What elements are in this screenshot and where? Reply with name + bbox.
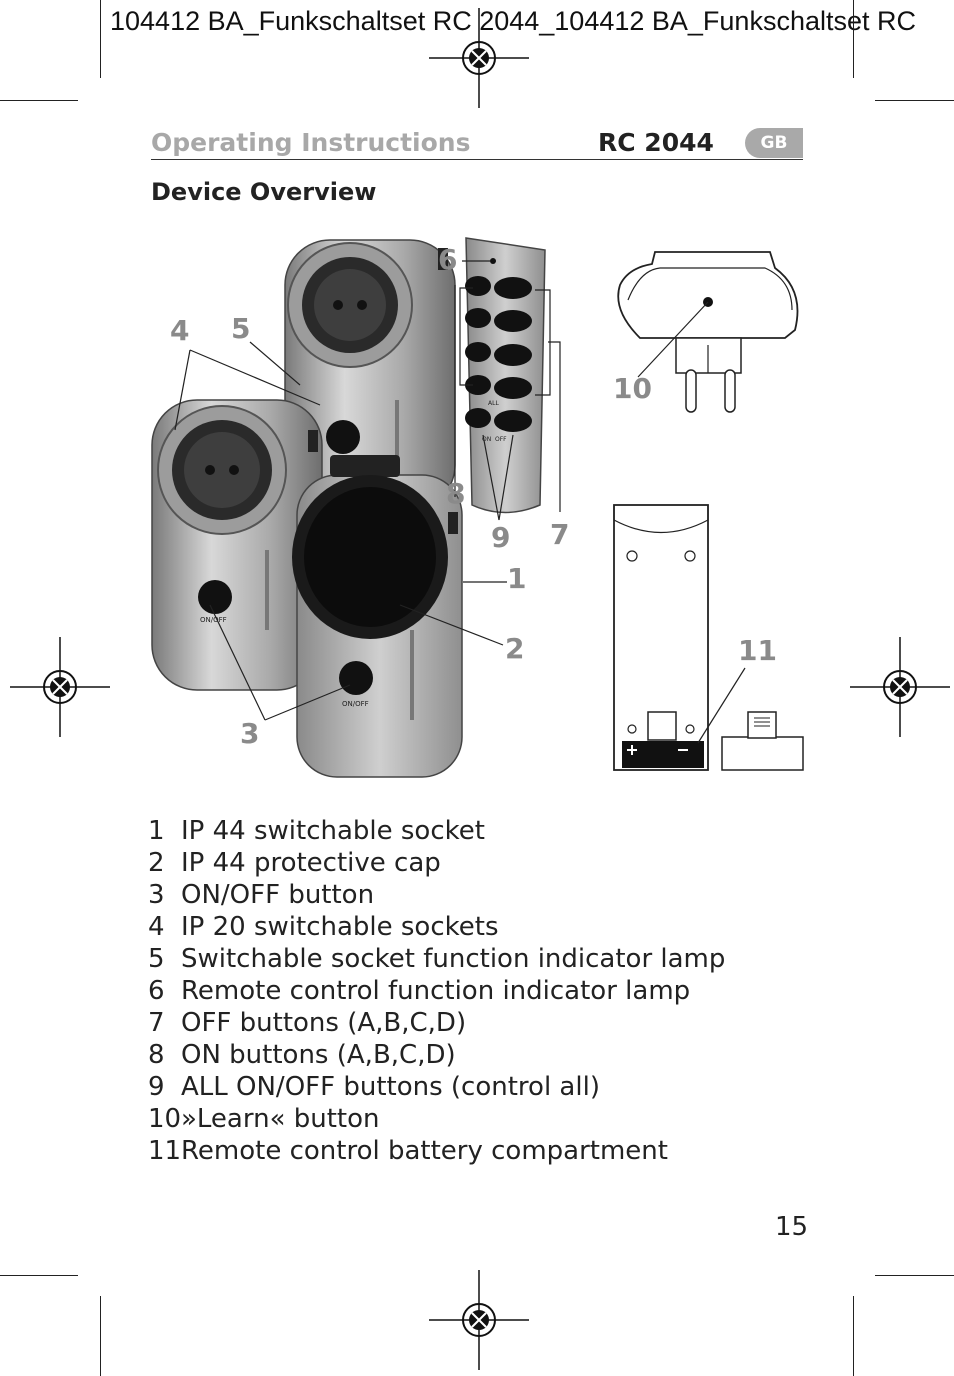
page-number: 15 (775, 1212, 809, 1242)
crop-mark (875, 100, 954, 101)
item-number: 11 (148, 1136, 182, 1166)
callout-8: 8 (446, 477, 465, 510)
callout-2: 2 (505, 632, 524, 665)
crop-mark (875, 1275, 954, 1276)
list-item: 4 IP 20 switchable sockets (148, 911, 725, 943)
list-item: 6 Remote control function indicator lamp (148, 975, 725, 1007)
callouts: 1 2 3 4 5 6 7 8 9 10 11 (170, 243, 777, 750)
list-item: 10»Learn« button (148, 1103, 725, 1135)
section-title: Device Overview (151, 178, 377, 206)
ip44-socket: ON/OFF (292, 455, 463, 778)
item-text: Remote control battery compartment (181, 1136, 668, 1166)
crop-mark (0, 1275, 78, 1276)
item-number: 9 (148, 1072, 165, 1102)
remote-control: ALL ON OFF (465, 237, 546, 514)
crop-mark (853, 1296, 854, 1376)
callout-1: 1 (507, 562, 526, 595)
header-rule (151, 159, 803, 160)
list-item: 7 OFF buttons (A,B,C,D) (148, 1007, 725, 1039)
registration-mark-icon (10, 637, 110, 737)
callout-7: 7 (550, 518, 569, 551)
onoff-label: ON/OFF (342, 700, 369, 708)
remote-on-label: ON (482, 436, 491, 443)
remote-all-label: ALL (488, 400, 499, 407)
item-text: IP 20 switchable sockets (181, 912, 499, 942)
ip20-socket-back (284, 239, 456, 511)
item-number: 7 (148, 1008, 165, 1038)
crop-mark (0, 100, 78, 101)
item-number: 2 (148, 848, 165, 878)
item-number: 4 (148, 912, 165, 942)
callout-3: 3 (240, 717, 259, 750)
list-item: 11Remote control battery compartment (148, 1135, 725, 1167)
battery-compartment-view (613, 504, 804, 771)
list-item: 1 IP 44 switchable socket (148, 815, 725, 847)
item-text: IP 44 protective cap (181, 848, 441, 878)
callout-5: 5 (231, 312, 250, 345)
item-number: 3 (148, 880, 165, 910)
remote-off-label: OFF (495, 436, 507, 443)
leader-lines (174, 260, 746, 744)
device-overview-figure: ON/OFF ON/OFF ALL ON OFF (151, 237, 804, 778)
registration-mark-icon (429, 1270, 529, 1370)
item-text: Switchable socket function indicator lam… (181, 944, 726, 974)
slug-mask (948, 0, 954, 40)
callout-4: 4 (170, 314, 189, 347)
onoff-label: ON/OFF (200, 616, 227, 624)
callout-9: 9 (491, 521, 510, 554)
item-text: Remote control function indicator lamp (181, 976, 691, 1006)
item-number: 1 (148, 816, 165, 846)
crop-mark (100, 1296, 101, 1376)
header-model: RC 2044 (598, 128, 714, 157)
item-number: 5 (148, 944, 165, 974)
ip20-socket-front: ON/OFF (151, 399, 323, 691)
learn-button-view (617, 251, 799, 413)
item-number: 6 (148, 976, 165, 1006)
item-text: ALL ON/OFF buttons (control all) (181, 1072, 600, 1102)
callout-11: 11 (738, 634, 777, 667)
list-item: 8 ON buttons (A,B,C,D) (148, 1039, 725, 1071)
registration-mark-icon (429, 8, 529, 108)
parts-list: 1 IP 44 switchable socket 2 IP 44 protecti… (148, 815, 725, 1167)
language-badge: GB (745, 128, 803, 158)
print-slug: 104412 BA_Funkschaltset RC 2044_104412 B… (110, 6, 916, 36)
item-text: ON buttons (A,B,C,D) (181, 1040, 456, 1070)
item-text: OFF buttons (A,B,C,D) (181, 1008, 467, 1038)
registration-mark-icon (850, 637, 950, 737)
crop-mark (853, 0, 854, 78)
item-text: »Learn« button (181, 1104, 380, 1134)
item-text: ON/OFF button (181, 880, 375, 910)
item-text: IP 44 switchable socket (181, 816, 485, 846)
list-item: 2 IP 44 protective cap (148, 847, 725, 879)
callout-10: 10 (613, 372, 652, 405)
crop-mark (100, 0, 101, 78)
list-item: 3 ON/OFF button (148, 879, 725, 911)
list-item: 5 Switchable socket function indicator la… (148, 943, 725, 975)
header-label: Operating Instructions (151, 128, 471, 157)
list-item: 9 ALL ON/OFF buttons (control all) (148, 1071, 725, 1103)
item-number: 8 (148, 1040, 165, 1070)
item-number: 10 (148, 1104, 182, 1134)
callout-6: 6 (438, 243, 457, 276)
